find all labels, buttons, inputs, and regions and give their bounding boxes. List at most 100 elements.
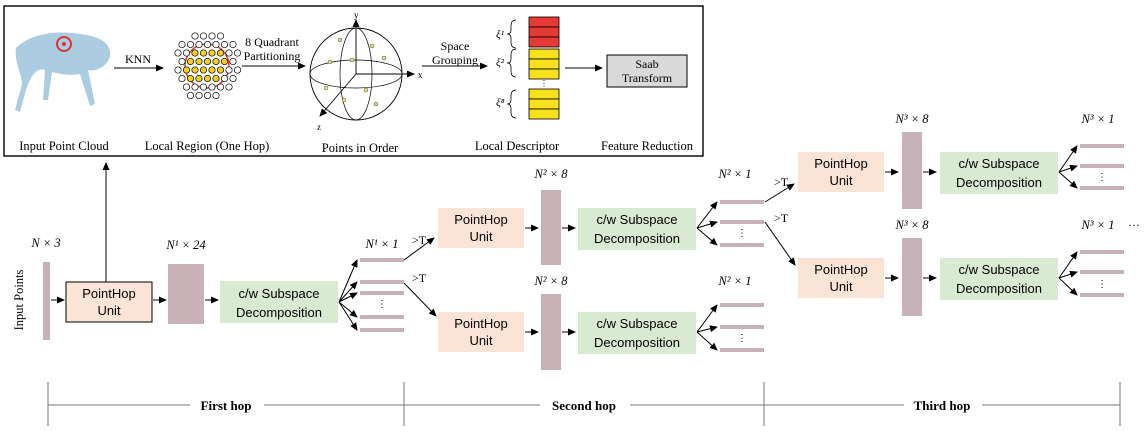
subspace-hop2-bottom-line1: c/w Subspace xyxy=(597,316,678,331)
output-bar xyxy=(1080,293,1124,297)
dim-hop2-feat-b: N² × 8 xyxy=(533,274,568,288)
pipeline: Input Points N × 3 PointHop Unit N¹ × 24… xyxy=(12,112,1140,370)
label-quadrant-1: 8 Quadrant xyxy=(245,35,299,49)
pointhop-unit-hop3-bottom xyxy=(798,258,884,298)
output-fan-hop3-bottom: ⋮ xyxy=(1058,250,1124,297)
subspace-hop1-line2: Decomposition xyxy=(236,305,322,320)
dim-input: N × 3 xyxy=(30,236,60,250)
dim-hop2-out-a: N² × 1 xyxy=(717,167,751,181)
output-fan-hop1: ⋮ xyxy=(338,258,404,332)
input-points-label: Input Points xyxy=(12,269,26,330)
vertical-dots: ⋮ xyxy=(1097,172,1107,183)
pointhop-hop1-line2: Unit xyxy=(97,303,121,318)
subspace-hop2-top xyxy=(578,208,696,250)
inset-border xyxy=(3,5,704,157)
saab-box xyxy=(606,54,688,88)
xi-8: ξ⁸ xyxy=(496,97,505,109)
pointhop-hop2-bottom-line2: Unit xyxy=(469,333,493,348)
label-space-2: Grouping xyxy=(432,53,478,67)
saab-line1: Saab xyxy=(635,57,658,71)
dim-hop1-out: N¹ × 1 xyxy=(364,237,398,251)
dim-hop3-feat-b: N³ × 8 xyxy=(894,218,929,232)
local-descriptor: ξ¹ ξ² ⋮ ξ⁸ xyxy=(496,16,560,120)
output-bar xyxy=(720,348,764,352)
pointhop-unit-hop1 xyxy=(65,281,153,323)
output-fan-hop3-top: ⋮ xyxy=(1058,144,1124,190)
subspace-hop3-bottom-line1: c/w Subspace xyxy=(959,262,1040,277)
trailing-dots: ··· xyxy=(1128,218,1140,232)
subspace-hop1-line1: c/w Subspace xyxy=(239,286,320,301)
output-bar xyxy=(1080,144,1124,148)
xi-dots: ⋮ xyxy=(540,79,548,88)
output-bar xyxy=(360,291,404,295)
label-space-1: Space xyxy=(441,39,470,53)
subspace-hop2-top-line1: c/w Subspace xyxy=(597,212,678,227)
dim-hop3-feat-a: N³ × 8 xyxy=(894,112,929,126)
output-bar xyxy=(360,328,404,332)
label-local-region: Local Region (One Hop) xyxy=(145,139,270,153)
pointhop-hop3-top-line1: PointHop xyxy=(814,156,867,171)
vertical-dots: ⋮ xyxy=(737,228,747,239)
input-bar xyxy=(43,262,50,340)
output-bar xyxy=(720,243,764,247)
dim-hop2-out-b: N² × 1 xyxy=(717,274,751,288)
subspace-hop1 xyxy=(220,281,338,323)
pointhop-hop2-top-line1: PointHop xyxy=(454,212,507,227)
axis-x: x xyxy=(418,70,423,80)
output-fan-hop2-top: ⋮ xyxy=(696,200,764,247)
hop-label-second: Second hop xyxy=(552,398,616,413)
output-bar xyxy=(720,303,764,307)
output-bar xyxy=(720,220,764,224)
label-quadrant-2: Partitioning xyxy=(244,49,301,63)
pointhop-hop1-line1: PointHop xyxy=(82,286,135,301)
label-points-order: Points in Order xyxy=(322,141,399,155)
output-bar xyxy=(360,315,404,319)
feature-bar-hop3-top xyxy=(902,132,922,209)
axis-z: z xyxy=(317,122,321,132)
dim-hop3-out-a: N³ × 1 xyxy=(1080,112,1114,126)
threshold-hop2-b: >T xyxy=(774,211,789,225)
pointhop-hop3-bottom-line2: Unit xyxy=(829,279,853,294)
pointhop-hop2-bottom-line1: PointHop xyxy=(454,316,507,331)
pointhop-hop3-top-line2: Unit xyxy=(829,173,853,188)
label-feature-reduction: Feature Reduction xyxy=(601,139,694,153)
subspace-hop3-top-line2: Decomposition xyxy=(956,175,1042,190)
output-bar xyxy=(360,280,404,284)
pointhop-unit-hop2-bottom xyxy=(438,312,524,352)
feature-bar-hop2-bottom xyxy=(541,294,561,370)
output-bar xyxy=(720,200,764,204)
hop-timeline: First hop Second hop Third hop xyxy=(47,382,1121,426)
subspace-hop3-bottom xyxy=(940,258,1058,300)
threshold-hop2-a: >T xyxy=(774,175,789,189)
feature-bar-hop3-bottom xyxy=(902,238,922,316)
dim-hop1-feat: N¹ × 24 xyxy=(165,238,205,252)
local-region-image xyxy=(174,32,242,100)
pointhop-unit-hop3-top xyxy=(798,152,884,192)
vertical-dots: ⋮ xyxy=(377,299,387,310)
feature-bar-hop1 xyxy=(168,264,204,324)
subspace-hop2-bottom xyxy=(578,312,696,354)
label-knn: KNN xyxy=(125,52,151,66)
output-bar xyxy=(1080,270,1124,274)
hop-label-third: Third hop xyxy=(914,398,971,413)
point-cloud-image xyxy=(15,32,111,112)
axis-y: y xyxy=(354,10,359,20)
threshold-hop1-a: >T xyxy=(412,233,427,247)
hop-label-first: First hop xyxy=(201,398,252,413)
threshold-hop1-b: >T xyxy=(412,271,427,285)
feature-bar-hop2-top xyxy=(541,190,561,265)
sphere-image: y x z xyxy=(309,10,423,132)
output-bar xyxy=(1080,250,1124,254)
pointhop-hop2-top-line2: Unit xyxy=(469,229,493,244)
output-bar xyxy=(720,325,764,329)
xi-2: ξ² xyxy=(496,57,505,69)
output-bar xyxy=(1080,186,1124,190)
subspace-hop3-bottom-line2: Decomposition xyxy=(956,281,1042,296)
output-bar xyxy=(1080,164,1124,168)
xi-1: ξ¹ xyxy=(496,29,504,41)
subspace-hop2-top-line2: Decomposition xyxy=(594,231,680,246)
pointhop-unit-hop2-top xyxy=(438,208,524,248)
output-bar xyxy=(360,258,404,262)
subspace-hop3-top-line1: c/w Subspace xyxy=(959,156,1040,171)
